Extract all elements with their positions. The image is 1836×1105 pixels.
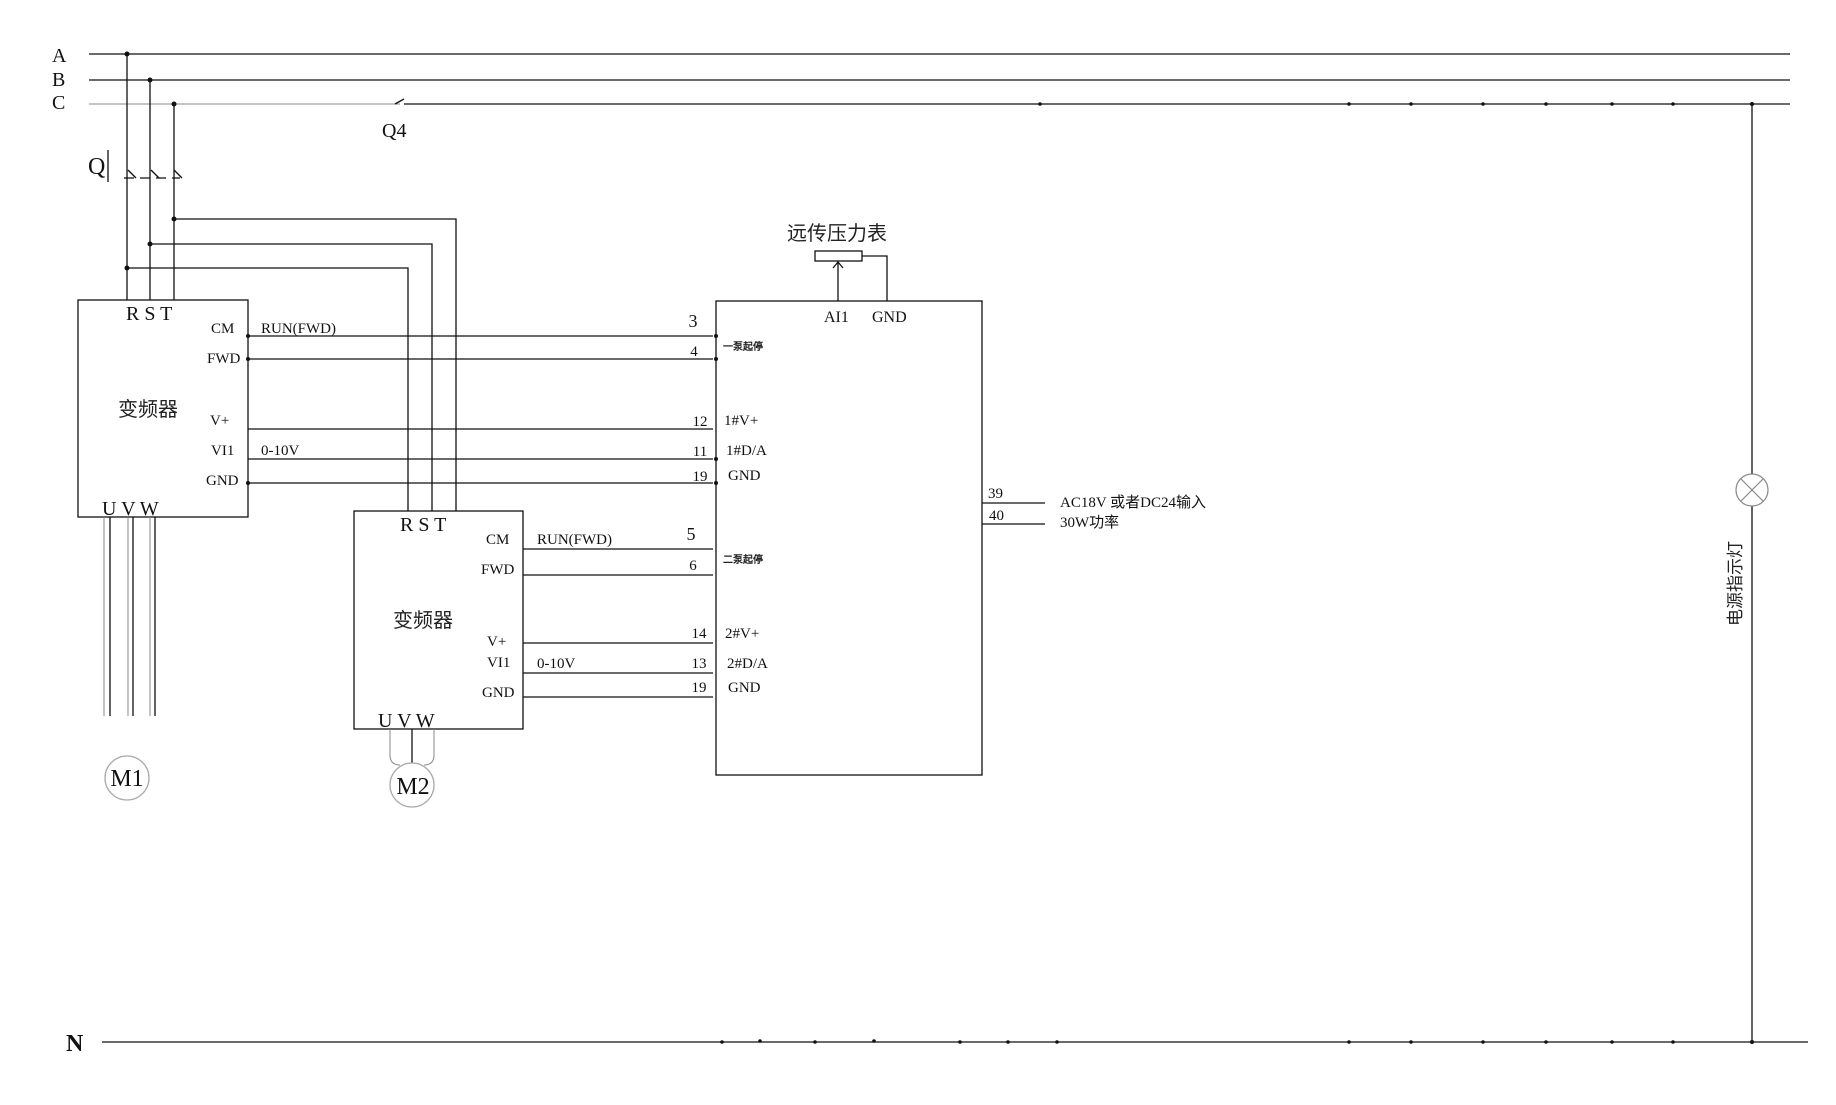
motor-m1: M1 xyxy=(104,755,150,801)
vfd-1: R S T CM FWD 变频器 V+ VI1 GND U V W RUN(FW… xyxy=(77,299,336,520)
gnd1-label: GND xyxy=(728,468,761,484)
pump-1-start-stop-label: 一泵起停 xyxy=(723,340,763,353)
terminal-3: 3 xyxy=(689,311,698,331)
q4-label: Q4 xyxy=(382,120,406,142)
motor-m2: M2 xyxy=(389,762,435,808)
bus-b-label: B xyxy=(52,69,65,91)
vfd-1-uvw-label: U V W xyxy=(102,498,159,520)
bus-a-label: A xyxy=(52,45,67,67)
controller-gnd-label: GND xyxy=(872,309,907,326)
vfd-2-name: 变频器 xyxy=(393,608,453,632)
phase-drops xyxy=(124,51,457,511)
terminal-14: 14 xyxy=(692,626,708,642)
terminal-5: 5 xyxy=(687,524,696,544)
vfd-1-name: 变频器 xyxy=(118,397,178,421)
pressure-gauge-symbol xyxy=(814,250,863,262)
pump-2-start-stop-label: 二泵起停 xyxy=(723,553,763,566)
vfd-1-control-wires xyxy=(246,334,713,485)
terminal-12: 12 xyxy=(693,414,708,430)
q-blade-3 xyxy=(173,169,183,179)
bus-c-label: C xyxy=(52,92,65,114)
power-input-label: AC18V 或者DC24输入 xyxy=(1060,494,1206,511)
vfd-1-run-label: RUN(FWD) xyxy=(261,321,336,337)
v1-plus-label: 1#V+ xyxy=(724,413,758,429)
vfd-2-vi1-label: VI1 xyxy=(487,655,510,671)
gnd2-label: GND xyxy=(728,680,761,696)
terminal-11: 11 xyxy=(693,444,707,460)
lamp-label: 电源指示灯 xyxy=(1726,541,1746,626)
vfd-1-vi1-label: VI1 xyxy=(211,443,234,459)
vfd-1-fwd-label: FWD xyxy=(207,351,241,367)
q-blade-1 xyxy=(127,169,137,179)
vfd-1-vplus-label: V+ xyxy=(210,413,229,429)
v2-plus-label: 2#V+ xyxy=(725,626,759,642)
q-blade-2 xyxy=(150,169,160,179)
ai1-label: AI1 xyxy=(824,309,849,326)
motor-m1-leads xyxy=(103,517,156,716)
power-bus: A B C Q4 N xyxy=(52,45,1808,1057)
vfd-2-signal-label: 0-10V xyxy=(537,656,575,672)
terminal-13: 13 xyxy=(692,656,707,672)
terminal-39: 39 xyxy=(988,486,1003,502)
bus-tick-marks xyxy=(720,102,1675,1044)
bus-n-label: N xyxy=(66,1031,84,1057)
q4-switch-blade xyxy=(394,98,405,105)
vfd-2-cm-label: CM xyxy=(486,532,509,548)
main-breaker-q: Q xyxy=(88,150,183,182)
vfd-2-gnd-label: GND xyxy=(482,685,515,701)
vfd-2-vplus-label: V+ xyxy=(487,634,506,650)
motor-m2-leads xyxy=(389,729,435,766)
vfd-1-gnd-label: GND xyxy=(206,473,239,489)
da2-label: 2#D/A xyxy=(727,656,768,672)
terminal-19b: 19 xyxy=(692,680,707,696)
terminal-40: 40 xyxy=(989,508,1004,524)
pressure-gauge-label: 远传压力表 xyxy=(787,221,887,245)
vfd-2-control-wires xyxy=(523,548,713,698)
terminal-19a: 19 xyxy=(693,469,708,485)
da1-label: 1#D/A xyxy=(726,443,767,459)
vfd-2-rst-label: R S T xyxy=(400,514,446,536)
power-indicator-lamp: 电源指示灯 xyxy=(1726,102,1769,1044)
terminal-6: 6 xyxy=(689,558,697,574)
motor-m2-label: M2 xyxy=(396,774,429,800)
controller-box xyxy=(715,300,983,776)
vfd-2-fwd-label: FWD xyxy=(481,562,515,578)
vfd-2-box xyxy=(353,510,524,730)
q-label: Q xyxy=(88,154,105,180)
vfd-2-run-label: RUN(FWD) xyxy=(537,532,612,548)
vfd-1-signal-label: 0-10V xyxy=(261,443,299,459)
terminal-4: 4 xyxy=(690,344,698,360)
motor-m1-label: M1 xyxy=(110,766,143,792)
power-rating-label: 30W功率 xyxy=(1060,514,1119,531)
vfd-1-rst-label: R S T xyxy=(126,303,172,325)
vfd-1-cm-label: CM xyxy=(211,321,234,337)
vfd-2-uvw-label: U V W xyxy=(378,710,435,732)
vfd-1-box xyxy=(77,299,249,518)
controller: 远传压力表 AI1 GND 3 4 12 11 19 5 6 14 13 19 … xyxy=(687,221,1206,776)
vfd-2: R S T CM FWD 变频器 V+ VI1 GND U V W RUN(FW… xyxy=(353,510,612,732)
